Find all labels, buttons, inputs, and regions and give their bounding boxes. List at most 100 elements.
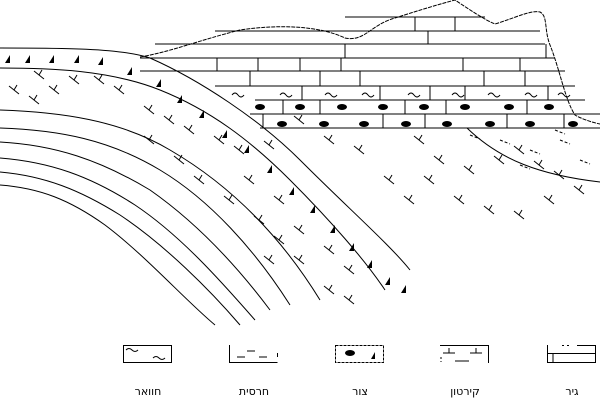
legend-item-chalk: קירטון xyxy=(440,340,530,402)
chert-triangle xyxy=(25,55,30,63)
legend-label-clay: חרסית xyxy=(238,385,270,398)
chalk-mark xyxy=(323,134,335,145)
fold-stratum-line xyxy=(0,141,271,311)
chert-triangle xyxy=(267,165,272,173)
chalk-mark xyxy=(143,104,155,115)
chalk-mark xyxy=(213,134,225,145)
chalk-mark xyxy=(183,124,195,135)
legend-item-limestone: גיר xyxy=(547,340,600,402)
chalk-mark xyxy=(293,254,305,265)
chalk-mark xyxy=(143,134,155,145)
clay-boundary-line xyxy=(466,127,600,183)
chert-triangle xyxy=(222,130,227,138)
chalk-mark xyxy=(343,264,355,275)
chalk-mark xyxy=(463,164,475,175)
chert-nodule xyxy=(504,104,514,110)
chalk-pattern-icon xyxy=(440,345,489,363)
chalk-mark xyxy=(513,144,525,155)
marl-mark xyxy=(407,92,421,98)
legend-item-marl: חוואר xyxy=(123,340,213,402)
chalk-mark xyxy=(513,209,525,220)
fold-stratum-line xyxy=(0,47,411,271)
fold-stratum-line xyxy=(0,171,241,326)
limestone-pattern-icon xyxy=(547,345,596,363)
folded-strata xyxy=(0,47,600,326)
chalk-mark xyxy=(493,154,505,165)
chalk-mark xyxy=(453,194,465,205)
marl-mark xyxy=(231,92,245,98)
chalk-mark xyxy=(543,194,555,205)
chert-triangle xyxy=(401,285,406,293)
chalk-mark xyxy=(8,84,20,95)
chalk-mark xyxy=(93,74,105,85)
chalk-mark xyxy=(323,244,335,255)
chalk-mark xyxy=(163,114,175,125)
chert-nodule xyxy=(378,104,388,110)
chalk-mark xyxy=(273,194,285,205)
marl-mark xyxy=(524,92,538,98)
marl-mark xyxy=(557,92,571,98)
clay-mark xyxy=(499,139,511,145)
chert-nodule xyxy=(401,121,411,127)
chert-nodule xyxy=(277,121,287,127)
chert-triangle xyxy=(74,55,79,63)
clay-mark xyxy=(529,149,541,155)
chalk-mark xyxy=(173,154,185,165)
chert-nodule xyxy=(485,121,495,127)
fold-stratum-line xyxy=(0,184,216,326)
chalk-mark xyxy=(413,134,425,145)
chalk-mark xyxy=(28,94,40,105)
chalk-mark xyxy=(343,294,355,305)
legend-label-limestone: גיר xyxy=(565,385,579,398)
chert-nodule xyxy=(525,121,535,127)
marl-mark xyxy=(361,92,375,98)
chalk-mark xyxy=(323,284,335,295)
chert-triangle xyxy=(330,225,335,233)
chalk-mark xyxy=(423,174,435,185)
chert-triangle xyxy=(289,187,294,195)
marl-pattern-icon xyxy=(123,345,172,363)
chert-nodule xyxy=(319,121,329,127)
chalk-mark xyxy=(193,174,205,185)
chalk-mark xyxy=(48,84,60,95)
chert-triangle xyxy=(127,67,132,75)
chalk-mark xyxy=(273,234,285,245)
chert-nodule xyxy=(295,104,305,110)
chert-nodule xyxy=(419,104,429,110)
chert-triangle xyxy=(367,260,372,268)
chalk-mark xyxy=(293,224,305,235)
chert-nodule xyxy=(337,104,347,110)
chert-nodule xyxy=(359,121,369,127)
chert-triangle xyxy=(349,243,354,251)
chalk-mark xyxy=(263,254,275,265)
chert-nodule xyxy=(442,121,452,127)
fold-stratum-line xyxy=(0,127,291,306)
chalk-mark xyxy=(433,154,445,165)
clay-mark xyxy=(579,159,591,165)
chert-triangle xyxy=(156,79,161,87)
chalk-mark xyxy=(553,169,565,180)
clay-mark xyxy=(554,129,566,135)
chert-triangle xyxy=(5,55,10,63)
chalk-mark xyxy=(243,174,255,185)
topography-line xyxy=(139,0,600,125)
legend-label-marl: חוואר xyxy=(134,385,162,398)
fold-stratum-line xyxy=(0,109,321,301)
chert-pattern-icon xyxy=(335,345,384,363)
chalk-mark xyxy=(383,174,395,185)
clay-pattern-icon xyxy=(229,345,278,363)
chalk-mark xyxy=(33,69,45,80)
legend-item-chert: צור xyxy=(335,340,425,402)
marl-mark xyxy=(451,92,465,98)
fold-stratum-line xyxy=(0,67,386,291)
lithology-marks xyxy=(5,55,591,305)
clay-mark xyxy=(559,139,571,145)
chert-triangle xyxy=(199,110,204,118)
chert-triangle xyxy=(244,145,249,153)
horizontal-strata xyxy=(139,0,600,129)
chert-triangle xyxy=(49,55,54,63)
legend-item-clay: חרסית xyxy=(229,340,319,402)
clay-mark xyxy=(519,164,531,170)
chert-nodule xyxy=(460,104,470,110)
chalk-mark xyxy=(483,204,495,215)
